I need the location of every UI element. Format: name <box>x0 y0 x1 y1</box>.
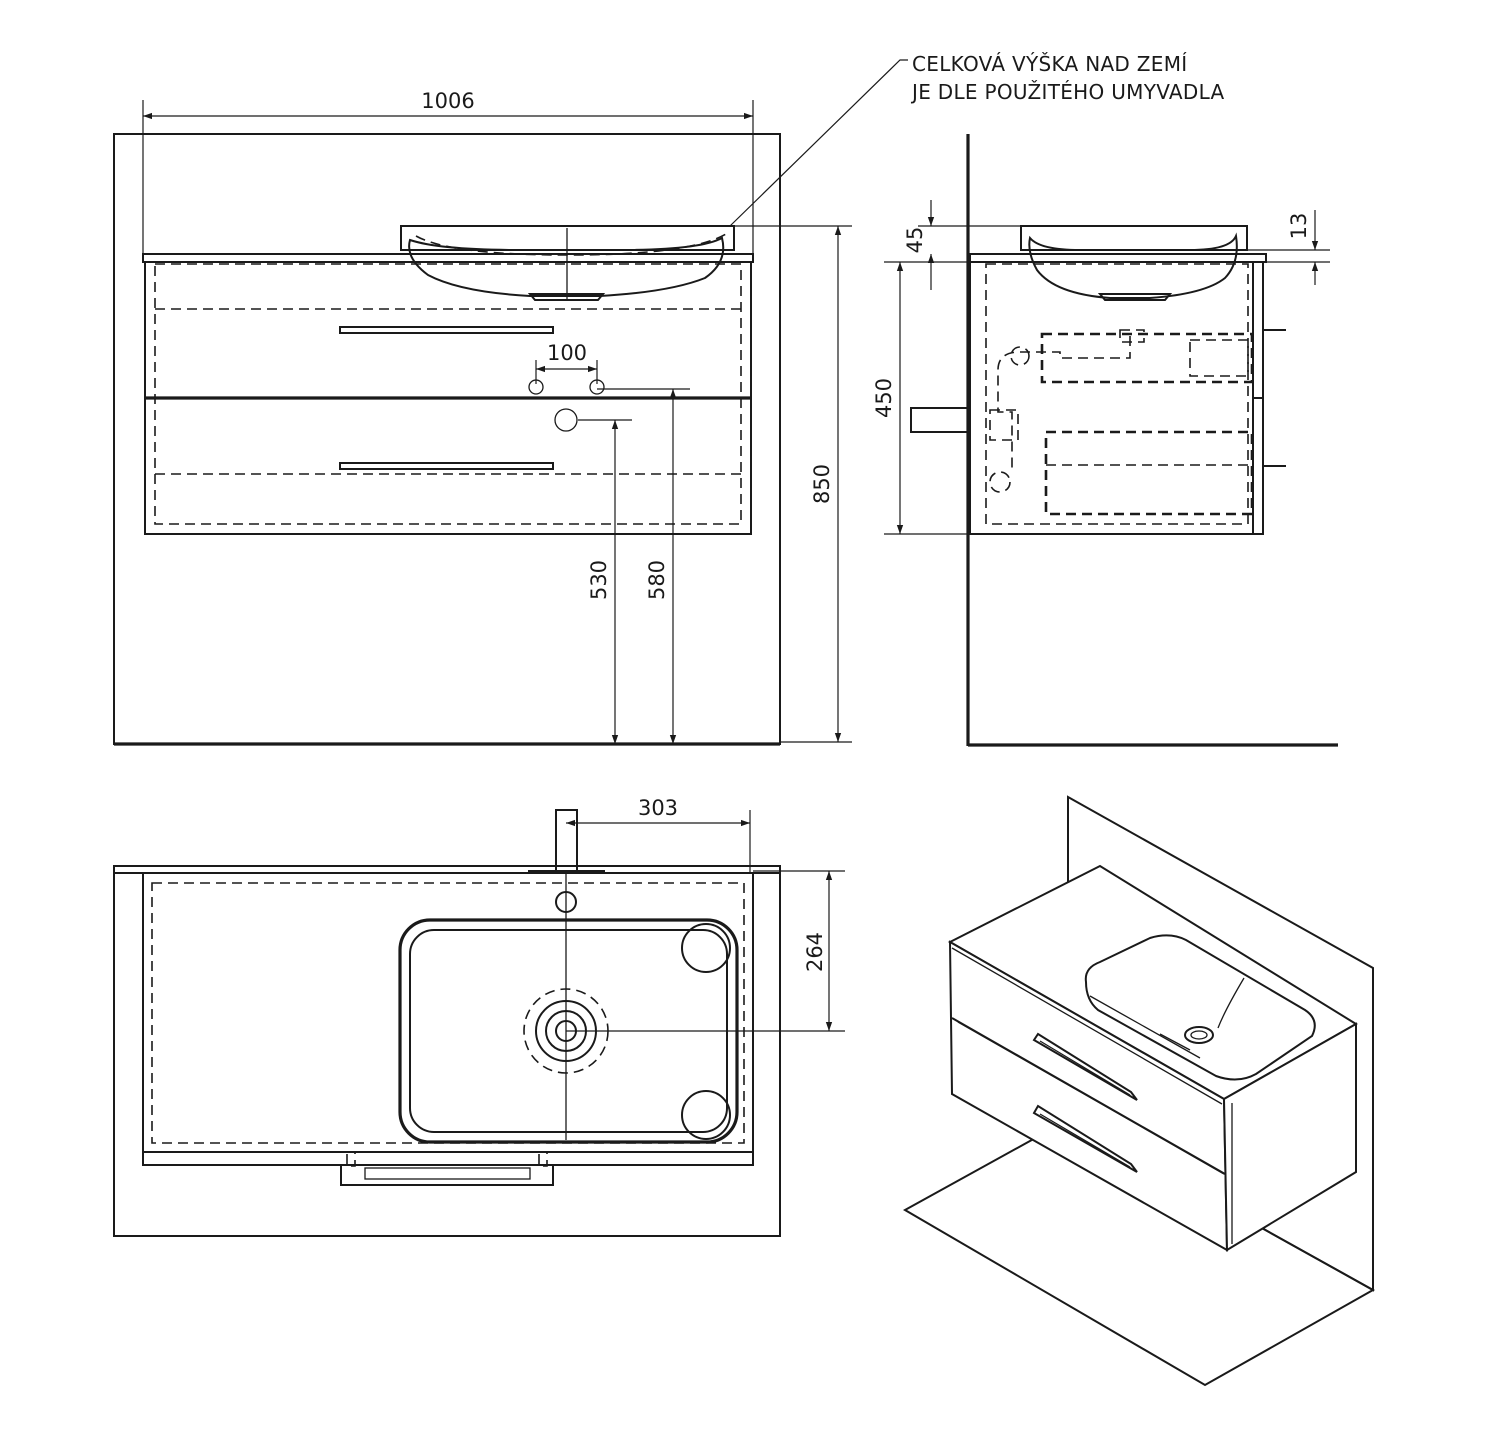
plan-countertop <box>142 872 754 1166</box>
side-wall-drain-pipe <box>910 407 969 433</box>
side-countertop <box>969 253 1267 263</box>
plan-handle <box>340 1164 554 1186</box>
iso-basin-waste <box>1184 1026 1214 1044</box>
side-drawer-box-top <box>1040 332 1254 384</box>
front-basin-bowl <box>408 236 725 297</box>
dim-width-label: 1006 <box>421 89 474 113</box>
front-drawer-handle-bottom <box>339 462 554 470</box>
iso-handle-bottom <box>1032 1104 1138 1173</box>
front-view: 1006 100 580 530 850 <box>113 59 908 746</box>
iso-cabinet-side <box>1222 1022 1357 1252</box>
plan-view: 303 264 <box>113 796 845 1237</box>
dim-total-height-label: 850 <box>810 464 834 504</box>
dim-264-label: 264 <box>803 932 827 972</box>
side-basin-bowl <box>1028 232 1238 299</box>
dim-450-label: 450 <box>872 378 896 418</box>
front-inner-dashed <box>154 263 742 525</box>
side-view: 45 450 13 <box>872 134 1338 747</box>
iso-handle-top <box>1032 1032 1138 1101</box>
side-basin-rim <box>1020 225 1248 251</box>
plan-inner-dashed <box>151 882 745 1144</box>
dim-tap-spacing-label: 100 <box>547 341 587 365</box>
side-siphon <box>997 336 1131 470</box>
dim-13-label: 13 <box>1287 213 1311 240</box>
note-line-1: CELKOVÁ VÝŠKA NAD ZEMÍ <box>912 52 1188 76</box>
dim-530-label: 530 <box>587 560 611 600</box>
side-drawer-box-bottom <box>1044 430 1254 516</box>
front-basin-waste <box>527 293 606 301</box>
front-countertop <box>142 253 754 263</box>
iso-floor <box>902 1118 1376 1387</box>
side-basin-waste <box>1097 293 1173 301</box>
front-basin-inner-dashed <box>415 233 727 256</box>
plan-wall-outline <box>113 865 781 1237</box>
side-cabinet <box>969 261 1264 535</box>
note-leader-line <box>729 59 908 227</box>
front-drawer-handle-top <box>339 326 554 334</box>
dim-45-label: 45 <box>903 227 927 254</box>
dim-303-label: 303 <box>638 796 678 820</box>
side-inner-dashed <box>985 263 1249 525</box>
front-basin-rim <box>400 225 735 251</box>
isometric-view <box>902 795 1376 1387</box>
plan-faucet <box>555 809 578 874</box>
note-line-2: JE DLE POUŽITÉHO UMYVADLA <box>910 80 1225 104</box>
dim-580-label: 580 <box>645 560 669 600</box>
iso-basin <box>1084 934 1316 1081</box>
front-waste-outlet <box>554 408 578 432</box>
